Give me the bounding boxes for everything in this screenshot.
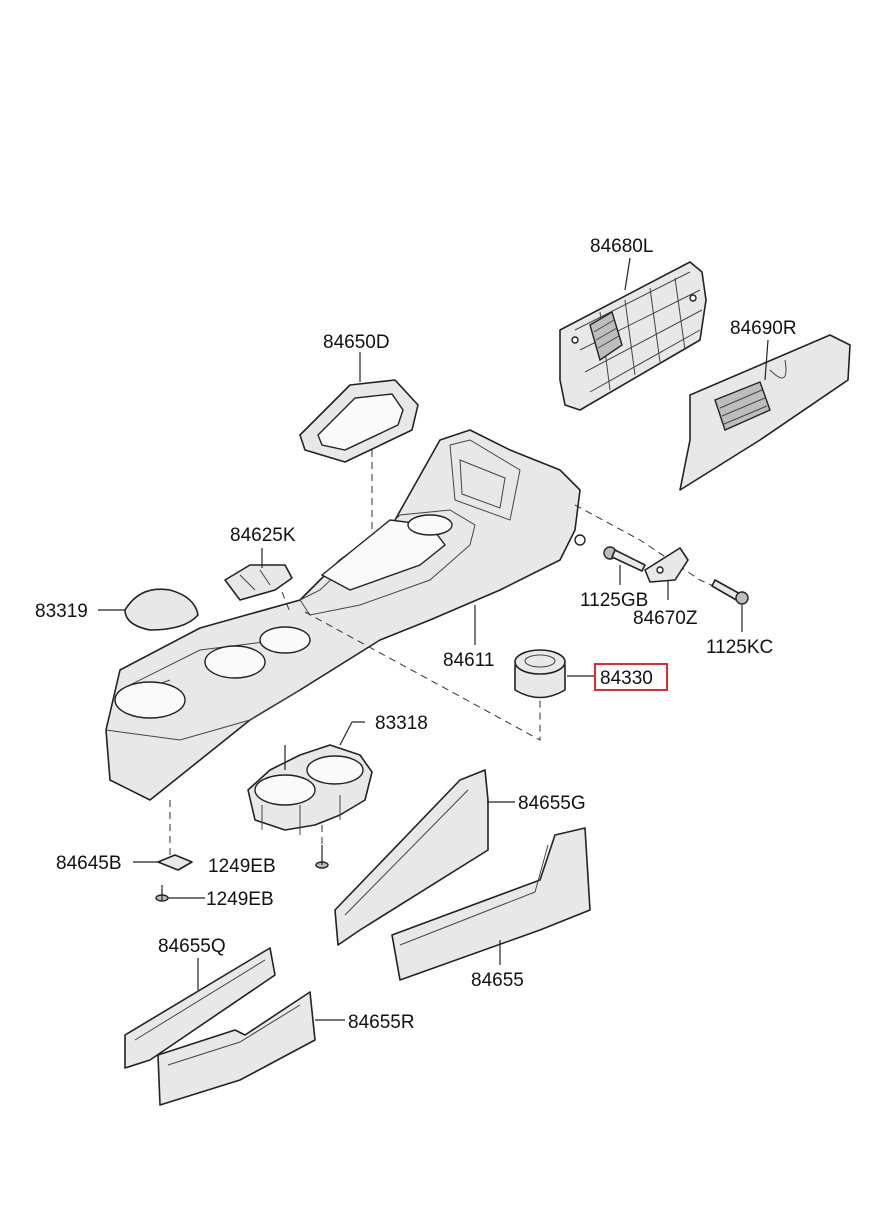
trim-84655 [391, 827, 591, 981]
label-84650D: 84650D [323, 332, 390, 353]
console-body [105, 429, 586, 801]
leader-84690R [764, 339, 769, 381]
label-84670Z: 84670Z [633, 608, 698, 629]
trim-84655Q [124, 947, 276, 1069]
dash-84625K [281, 591, 291, 613]
highlight-box-84330 [594, 663, 668, 691]
cupholder-83318 [247, 744, 373, 835]
label-1249EB-lower: 1249EB [206, 889, 274, 910]
label-83318: 83318 [375, 713, 428, 734]
label-84655Q: 84655Q [158, 936, 226, 957]
ashtray-84330 [514, 649, 566, 699]
bolt-1125KC [711, 579, 749, 605]
trim-84655R [157, 991, 316, 1106]
label-1125KC: 1125KC [706, 637, 773, 658]
leader-83318 [339, 721, 353, 746]
bolt-1125GB [603, 546, 646, 572]
label-84611: 84611 [443, 650, 494, 671]
leader-84680L [624, 257, 631, 291]
label-84655G: 84655G [518, 793, 586, 814]
clip-84645B [157, 854, 193, 871]
label-83319: 83319 [35, 601, 88, 622]
trim-84655G [334, 769, 489, 946]
screw-1249EB-upper [315, 845, 329, 869]
label-84655R: 84655R [348, 1012, 415, 1033]
label-84330: 84330 [600, 668, 653, 689]
label-84680L: 84680L [590, 236, 653, 257]
label-1125GB: 1125GB [580, 590, 648, 611]
bracket-84670Z [644, 547, 689, 583]
cover-84625K [224, 564, 293, 601]
label-84645B: 84645B [56, 853, 122, 874]
label-1249EB-upper: 1249EB [208, 856, 276, 877]
side-panel-right [679, 334, 851, 491]
label-84625K: 84625K [230, 525, 296, 546]
screw-1249EB-lower [155, 885, 169, 902]
shift-trim-ring [299, 379, 419, 463]
label-84655: 84655 [471, 970, 524, 991]
dash-84330 [304, 611, 541, 741]
label-84690R: 84690R [730, 318, 797, 339]
side-panel-left [559, 261, 707, 411]
cap-83319 [124, 588, 199, 631]
